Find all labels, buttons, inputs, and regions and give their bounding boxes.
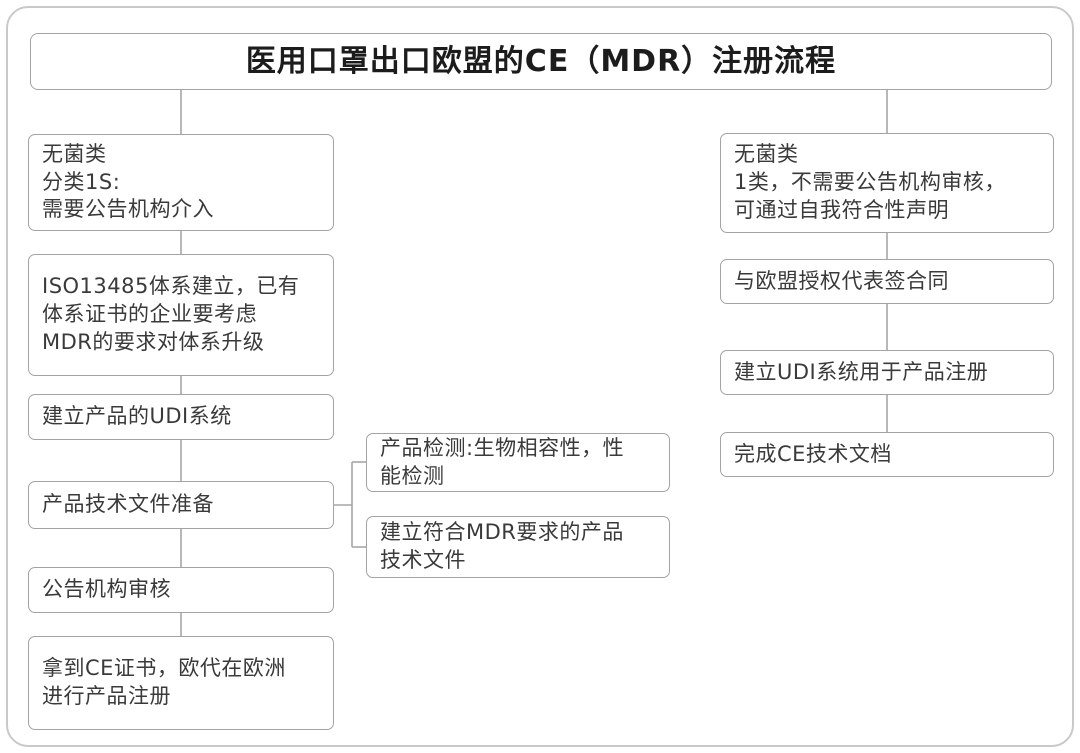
node-eu-rep-contract: 与欧盟授权代表签合同 [720, 259, 1054, 304]
node-udi-for-registration: 建立UDI系统用于产品注册 [720, 350, 1054, 395]
node-notified-body-audit: 公告机构审核 [28, 567, 334, 613]
node-tech-file-prep: 产品技术文件准备 [28, 481, 334, 529]
flow-title: 医用口罩出口欧盟的CE（MDR）注册流程 [30, 33, 1052, 90]
node-ce-tech-doc: 完成CE技术文档 [720, 432, 1054, 477]
node-ce-certificate-registration: 拿到CE证书，欧代在欧洲 进行产品注册 [28, 636, 334, 730]
node-product-testing: 产品检测:生物相容性，性 能检测 [366, 433, 670, 492]
node-product-udi-system: 建立产品的UDI系统 [28, 394, 334, 440]
node-mdr-tech-file: 建立符合MDR要求的产品 技术文件 [366, 516, 670, 578]
node-class1-self-declaration: 无菌类 1类，不需要公告机构审核， 可通过自我符合性声明 [720, 133, 1054, 233]
node-sterile-class: 无菌类 分类1S: 需要公告机构介入 [28, 134, 334, 231]
node-iso13485-system: ISO13485体系建立，已有 体系证书的企业要考虑 MDR的要求对体系升级 [28, 254, 334, 376]
